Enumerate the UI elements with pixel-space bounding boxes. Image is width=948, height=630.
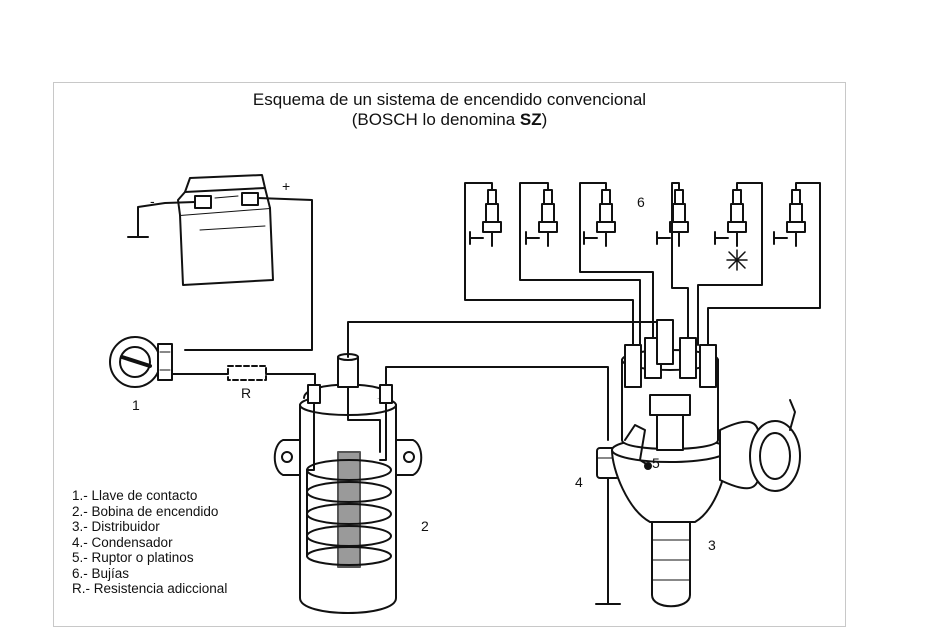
spark-icon xyxy=(726,249,748,271)
spark-plug-5 xyxy=(714,189,747,247)
ignition-key-switch xyxy=(109,336,173,388)
battery xyxy=(177,174,274,286)
spark-plug-3 xyxy=(583,189,616,247)
spark-plug-2 xyxy=(525,189,558,247)
condenser-label: 4 xyxy=(575,474,583,490)
distributor xyxy=(611,319,801,608)
coil-label: 2 xyxy=(421,518,429,534)
distributor-label: 3 xyxy=(708,537,716,553)
high-tension-lead xyxy=(347,321,666,358)
legend-item: 2.- Bobina de encendido xyxy=(72,503,219,519)
plugs-label: 6 xyxy=(637,194,645,210)
legend: 1.- Llave de contacto 2.- Bobina de ence… xyxy=(72,488,227,597)
spark-plug-leads xyxy=(464,182,821,346)
title-line-2-bold: SZ xyxy=(519,110,542,129)
title-line-1: Esquema de un sistema de encendido conve… xyxy=(252,90,647,109)
battery-minus-label: - xyxy=(150,193,155,209)
spark-plug-1 xyxy=(469,189,502,247)
diagram-title: Esquema de un sistema de encendido conve… xyxy=(53,90,846,130)
legend-item: R.- Resistencia adiccional xyxy=(72,581,228,596)
resistor-label: R xyxy=(241,385,252,401)
battery-plus-label: + xyxy=(282,178,291,194)
legend-item: 1.- Llave de contacto xyxy=(72,488,198,503)
ignition-coil xyxy=(273,353,423,614)
spark-plug-6 xyxy=(773,189,806,247)
battery-wires xyxy=(127,197,313,351)
condenser xyxy=(595,447,621,605)
title-line-2-prefix: (BOSCH lo denomina xyxy=(351,110,520,129)
legend-item: 4.- Condensador xyxy=(72,534,173,550)
legend-item: 5.- Ruptor o platinos xyxy=(72,550,194,565)
legend-item: 3.- Distribuidor xyxy=(72,519,160,534)
resistor-wiring xyxy=(171,365,316,386)
primary-wiring xyxy=(385,366,609,441)
legend-item: 6.- Bujías xyxy=(72,565,130,581)
title-line-2-suffix: ) xyxy=(541,110,548,129)
breaker-label: 5 xyxy=(652,455,660,471)
title-line-2: (BOSCH lo denomina SZ) xyxy=(53,110,846,130)
key-label: 1 xyxy=(132,397,140,413)
